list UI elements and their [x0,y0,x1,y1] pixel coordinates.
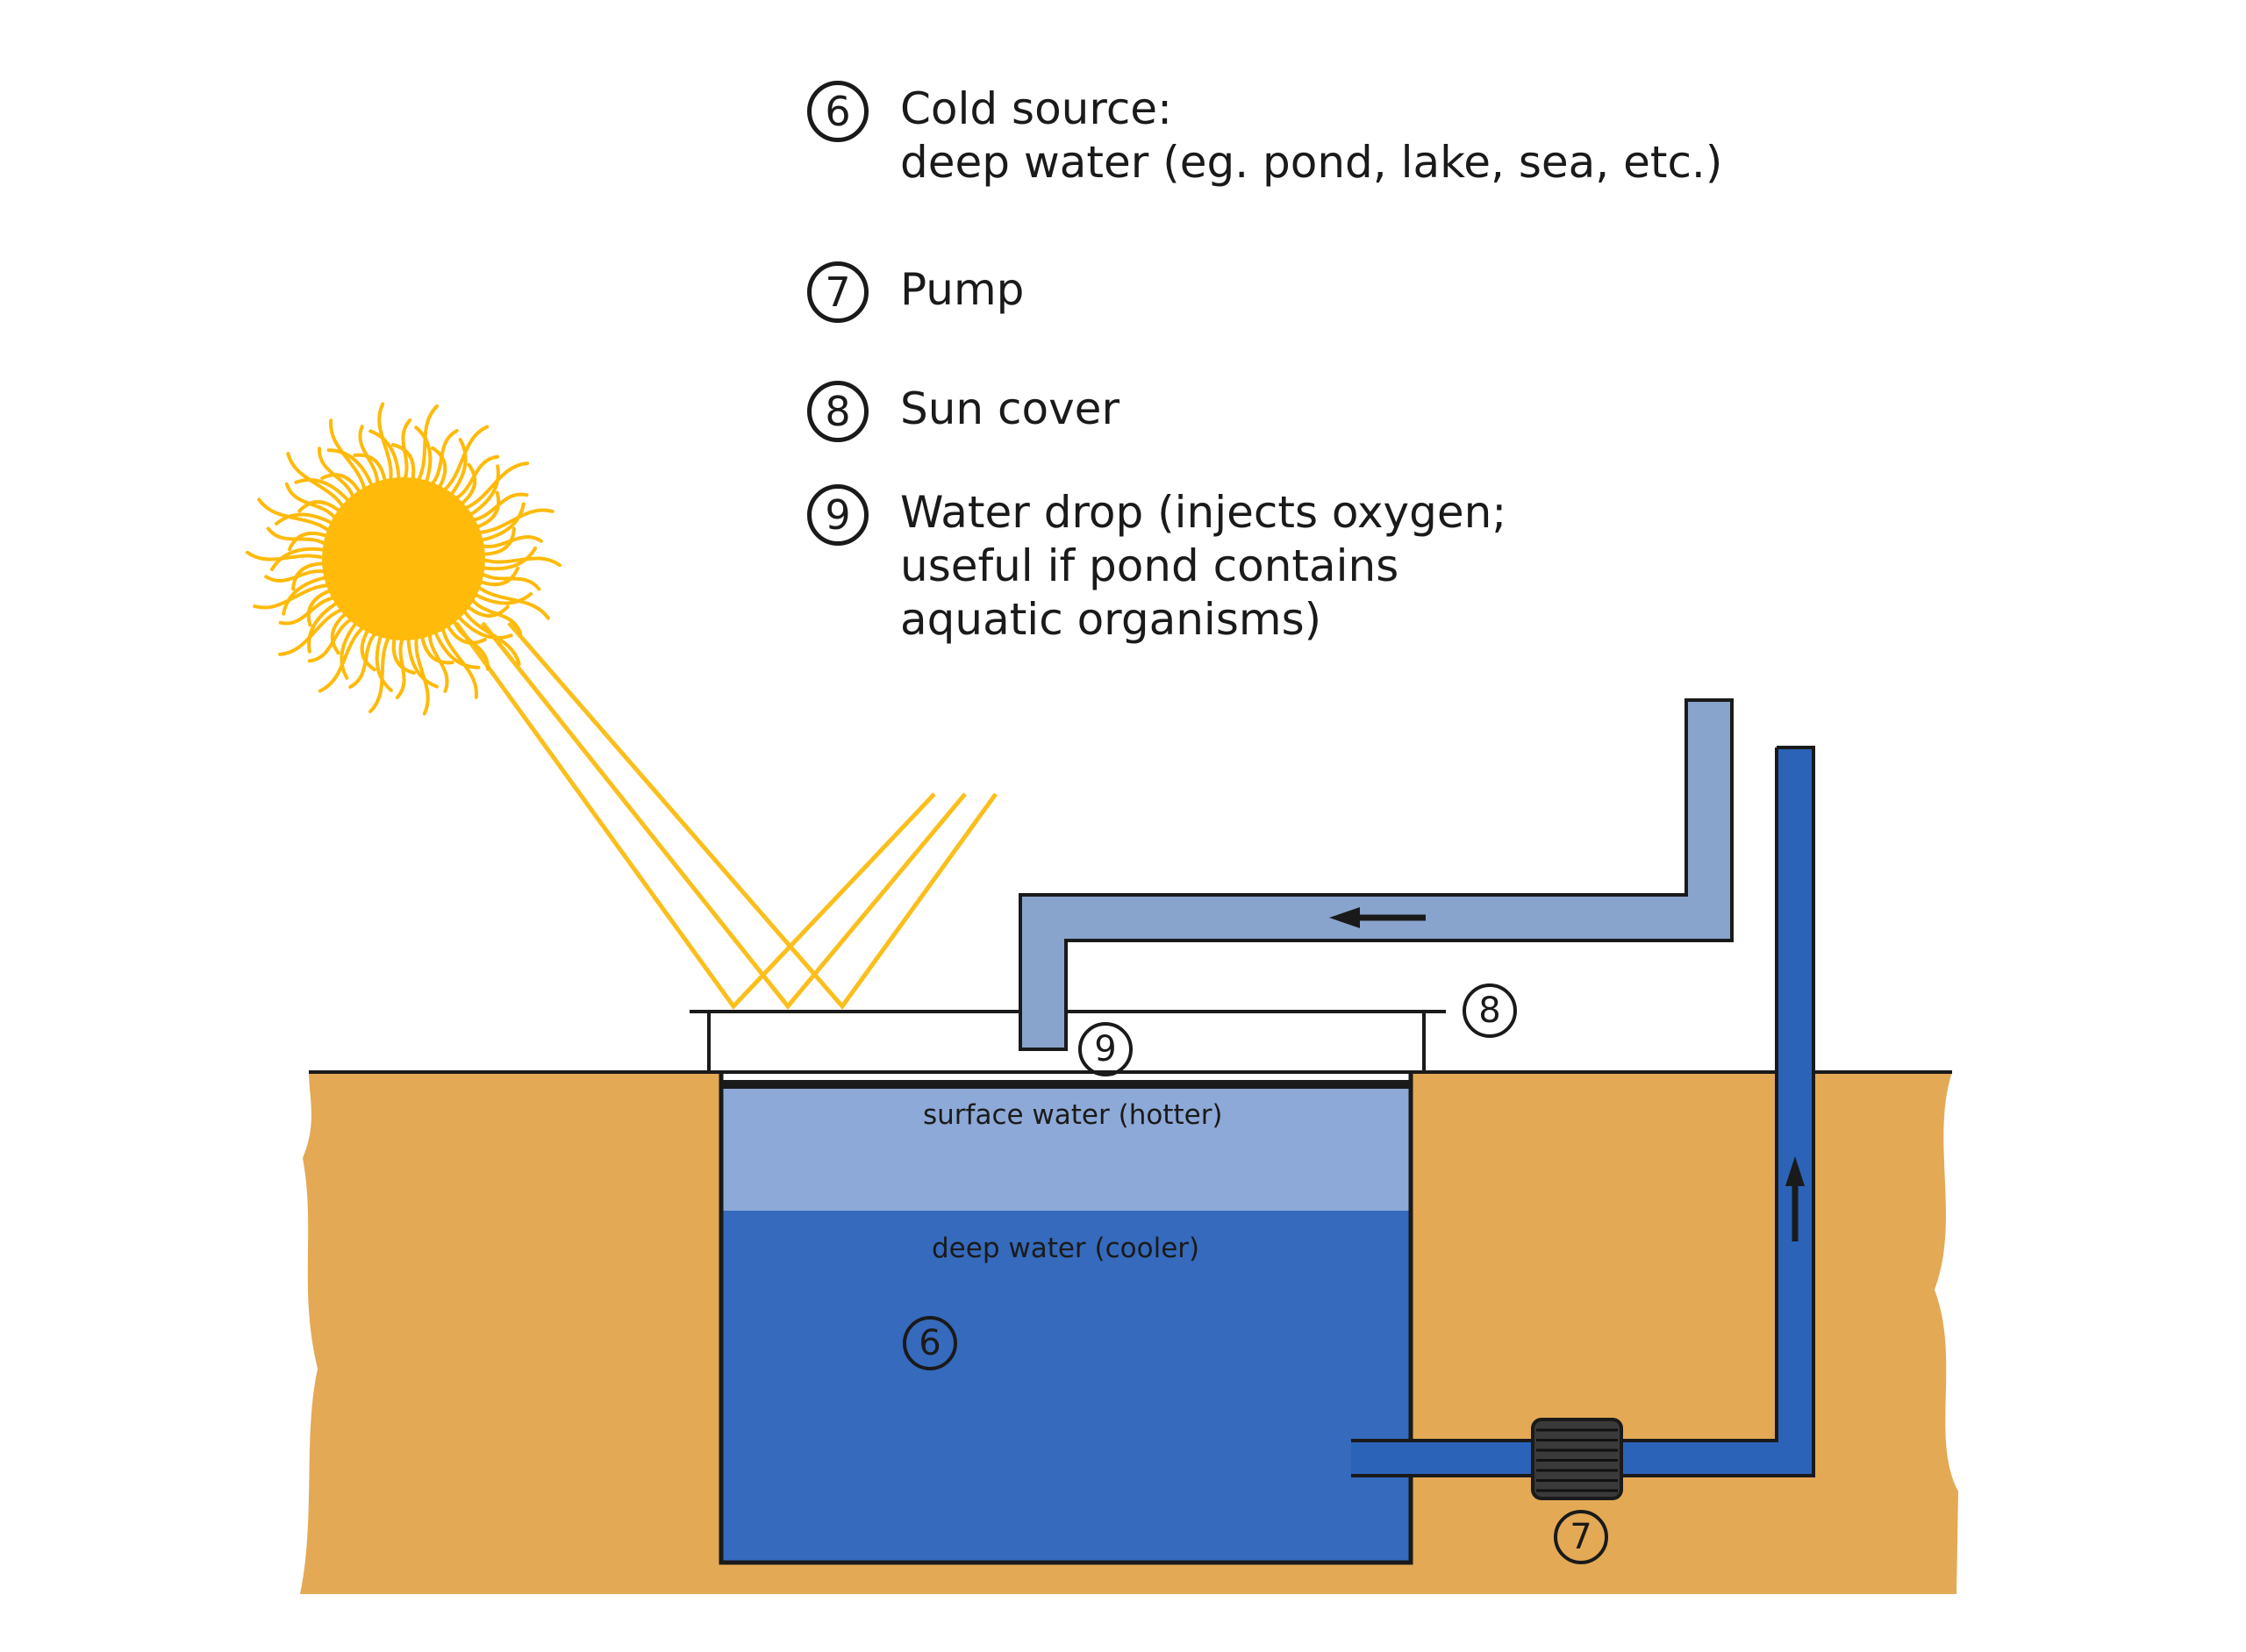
sun-flame [274,512,336,526]
sun-flame [419,633,454,665]
sun-flame [391,634,416,675]
sun-flame [414,633,430,716]
sun-flame [253,583,333,610]
legend-number: 9 [807,484,869,546]
sun-flame [461,461,529,511]
sun-flame [458,462,477,507]
sun-cover-marker: 8 [1463,983,1517,1038]
sun-flame [414,426,433,487]
sun-flame [246,550,328,561]
sun-flame [474,583,550,620]
surface-water [721,1088,1411,1211]
sun-flame [340,619,360,680]
deep-water-label: deep water (cooler) [932,1233,1200,1264]
sun-flame [433,628,481,669]
sun-flame [287,531,332,552]
sun-flame [368,633,392,713]
sun-flame [473,490,501,530]
sun-flame [431,446,447,491]
sun-flame [294,478,352,504]
legend-text: Sun cover [900,383,1119,434]
sun-flame [318,624,367,693]
sun-flame [297,500,343,515]
pump-icon [1531,1418,1623,1500]
flow-arrow-icon [1785,1156,1805,1241]
sun-disc [322,477,485,640]
sun-icon [246,402,562,716]
sun-flame [415,404,439,485]
sun-flame [330,611,349,655]
sun-flame [282,575,330,616]
sun-flame [466,464,500,518]
sun-flame [320,473,363,497]
legend-text: Pump [900,264,1025,315]
sun-flame [307,599,341,654]
sun-flames [246,402,562,716]
inlet-pipe [1019,698,1734,1051]
sun-flame [406,634,439,689]
sun-flame [440,624,478,699]
sun-flame [477,502,526,543]
water-drop-marker: 9 [1078,1022,1133,1076]
flow-arrow-icon [1329,907,1426,928]
sun-flame [474,508,554,534]
sun-flame [461,606,521,666]
sun-flame [291,561,328,591]
sun-flame [377,402,393,485]
sun-rays [454,621,998,1011]
legend-number: 8 [807,381,869,442]
sun-flame [375,631,393,692]
legend-text: Water drop (injects oxygen; useful if po… [900,487,1507,645]
deep-water [721,1211,1411,1563]
sun-flame [444,621,487,645]
legend-number: 6 [807,81,869,142]
sun-flame [479,526,516,556]
pond-outline [719,1072,1413,1565]
sun-flame [479,547,537,571]
sun-flame [471,591,533,605]
legend-item-pump: 7 Pump [807,261,1025,323]
sun-flame [270,547,328,571]
sun-ray [481,621,967,1010]
legend-item-sun-cover: 8 Sun cover [807,381,1119,442]
legend-item-cold-source: 6 Cold source: deep water (eg. pond, lak… [807,81,1723,190]
sun-flame [286,452,347,511]
pump-marker: 7 [1554,1510,1608,1564]
sun-flame [455,613,513,640]
surface-water-label: surface water (hotter) [923,1099,1223,1131]
sun-flame [326,448,375,490]
sun-flame [368,429,401,483]
legend-text: Cold source: deep water (eg. pond, lake,… [900,83,1723,188]
sun-flame [447,438,468,498]
sun-flame [306,588,334,627]
sun-flame [329,418,367,494]
legend-item-water-drop: 9 Water drop (injects oxygen; useful if … [807,484,1507,647]
sun-flame [479,556,562,568]
sun-flame [353,453,388,485]
sun-ray [507,621,998,1011]
sun-flame [257,497,333,534]
sun-flame [278,606,347,656]
legend-number: 7 [807,261,869,323]
sun-flame [360,626,376,672]
sun-flame [464,603,510,618]
sun-ray [454,621,936,1010]
sun-flame [476,566,520,587]
sun-flame [391,443,416,483]
cold-source-marker: 6 [903,1316,957,1370]
sun-flame [440,425,490,494]
